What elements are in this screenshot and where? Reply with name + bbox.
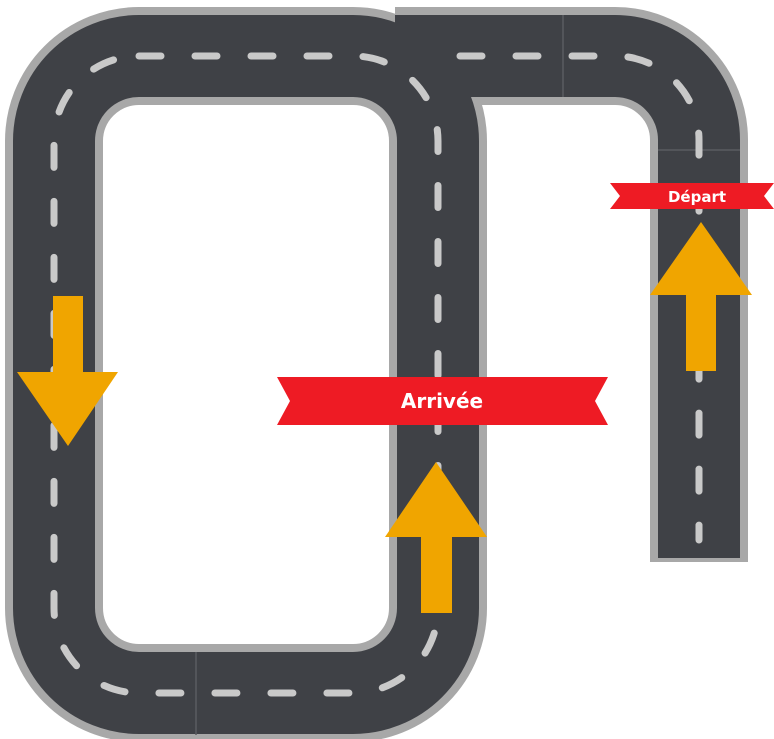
road-border bbox=[5, 7, 748, 739]
arrow-up-icon bbox=[650, 222, 752, 371]
arrow-up-icon bbox=[385, 462, 487, 613]
start-label: Départ bbox=[668, 188, 726, 206]
loop-dashes bbox=[50, 52, 442, 697]
lane-dashes bbox=[50, 52, 703, 697]
finish-label: Arrivée bbox=[401, 389, 483, 413]
connector-dashes bbox=[456, 52, 703, 544]
start-banner: Départ bbox=[610, 183, 774, 209]
arrow-down-icon bbox=[17, 296, 118, 446]
finish-banner: Arrivée bbox=[277, 377, 608, 425]
road-surface bbox=[13, 15, 740, 734]
direction-arrows bbox=[17, 222, 752, 613]
